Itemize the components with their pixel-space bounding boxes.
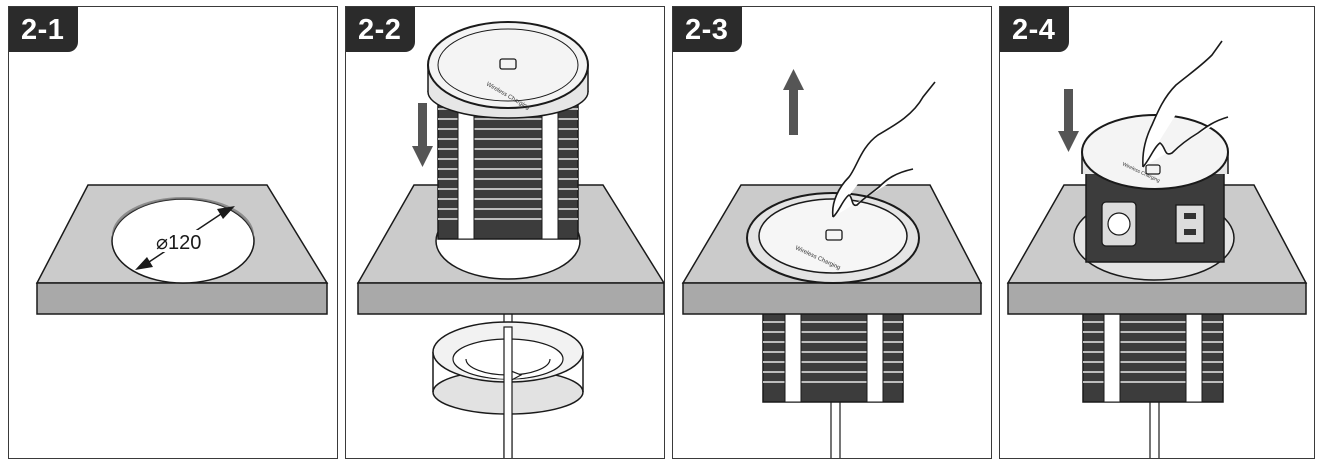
wireless-charging-icon <box>825 229 843 241</box>
hand-icon <box>831 81 936 218</box>
step-badge-2-4: 2-4 <box>1000 7 1070 52</box>
up-arrow-icon <box>783 69 804 135</box>
down-arrow-icon <box>412 103 433 167</box>
wireless-charging-icon <box>1145 164 1161 175</box>
wireless-charging-icon <box>499 58 517 70</box>
insert-socket-illustration: Wireless Charging <box>356 21 664 458</box>
cutout-hole-illustration: ⌀120 <box>35 184 329 315</box>
step-badge-2-2: 2-2 <box>346 7 416 52</box>
down-arrow-icon <box>1058 89 1079 152</box>
step-panel-2-1: ⌀120 2-1 <box>8 6 338 459</box>
step-badge-2-1: 2-1 <box>9 7 79 52</box>
push-lid-up-illustration: Wireless Charging <box>681 69 983 458</box>
step-panel-2-2: Wireless Charging 2-2 <box>345 6 665 459</box>
dimension-arrow-head-icon <box>135 257 153 270</box>
dimension-arrow-head-icon <box>217 206 235 219</box>
step-panel-2-3: Wireless Charging 2-3 <box>672 6 992 459</box>
lid-lowered-illustration: Wireless Charging <box>1006 40 1308 458</box>
hole-diameter-label: ⌀120 <box>156 232 201 254</box>
step-panel-2-4: Wireless Charging 2-4 <box>999 6 1315 459</box>
step-badge-2-3: 2-3 <box>673 7 743 52</box>
usb-port-icon <box>1175 204 1205 244</box>
hand-icon <box>1142 40 1229 168</box>
